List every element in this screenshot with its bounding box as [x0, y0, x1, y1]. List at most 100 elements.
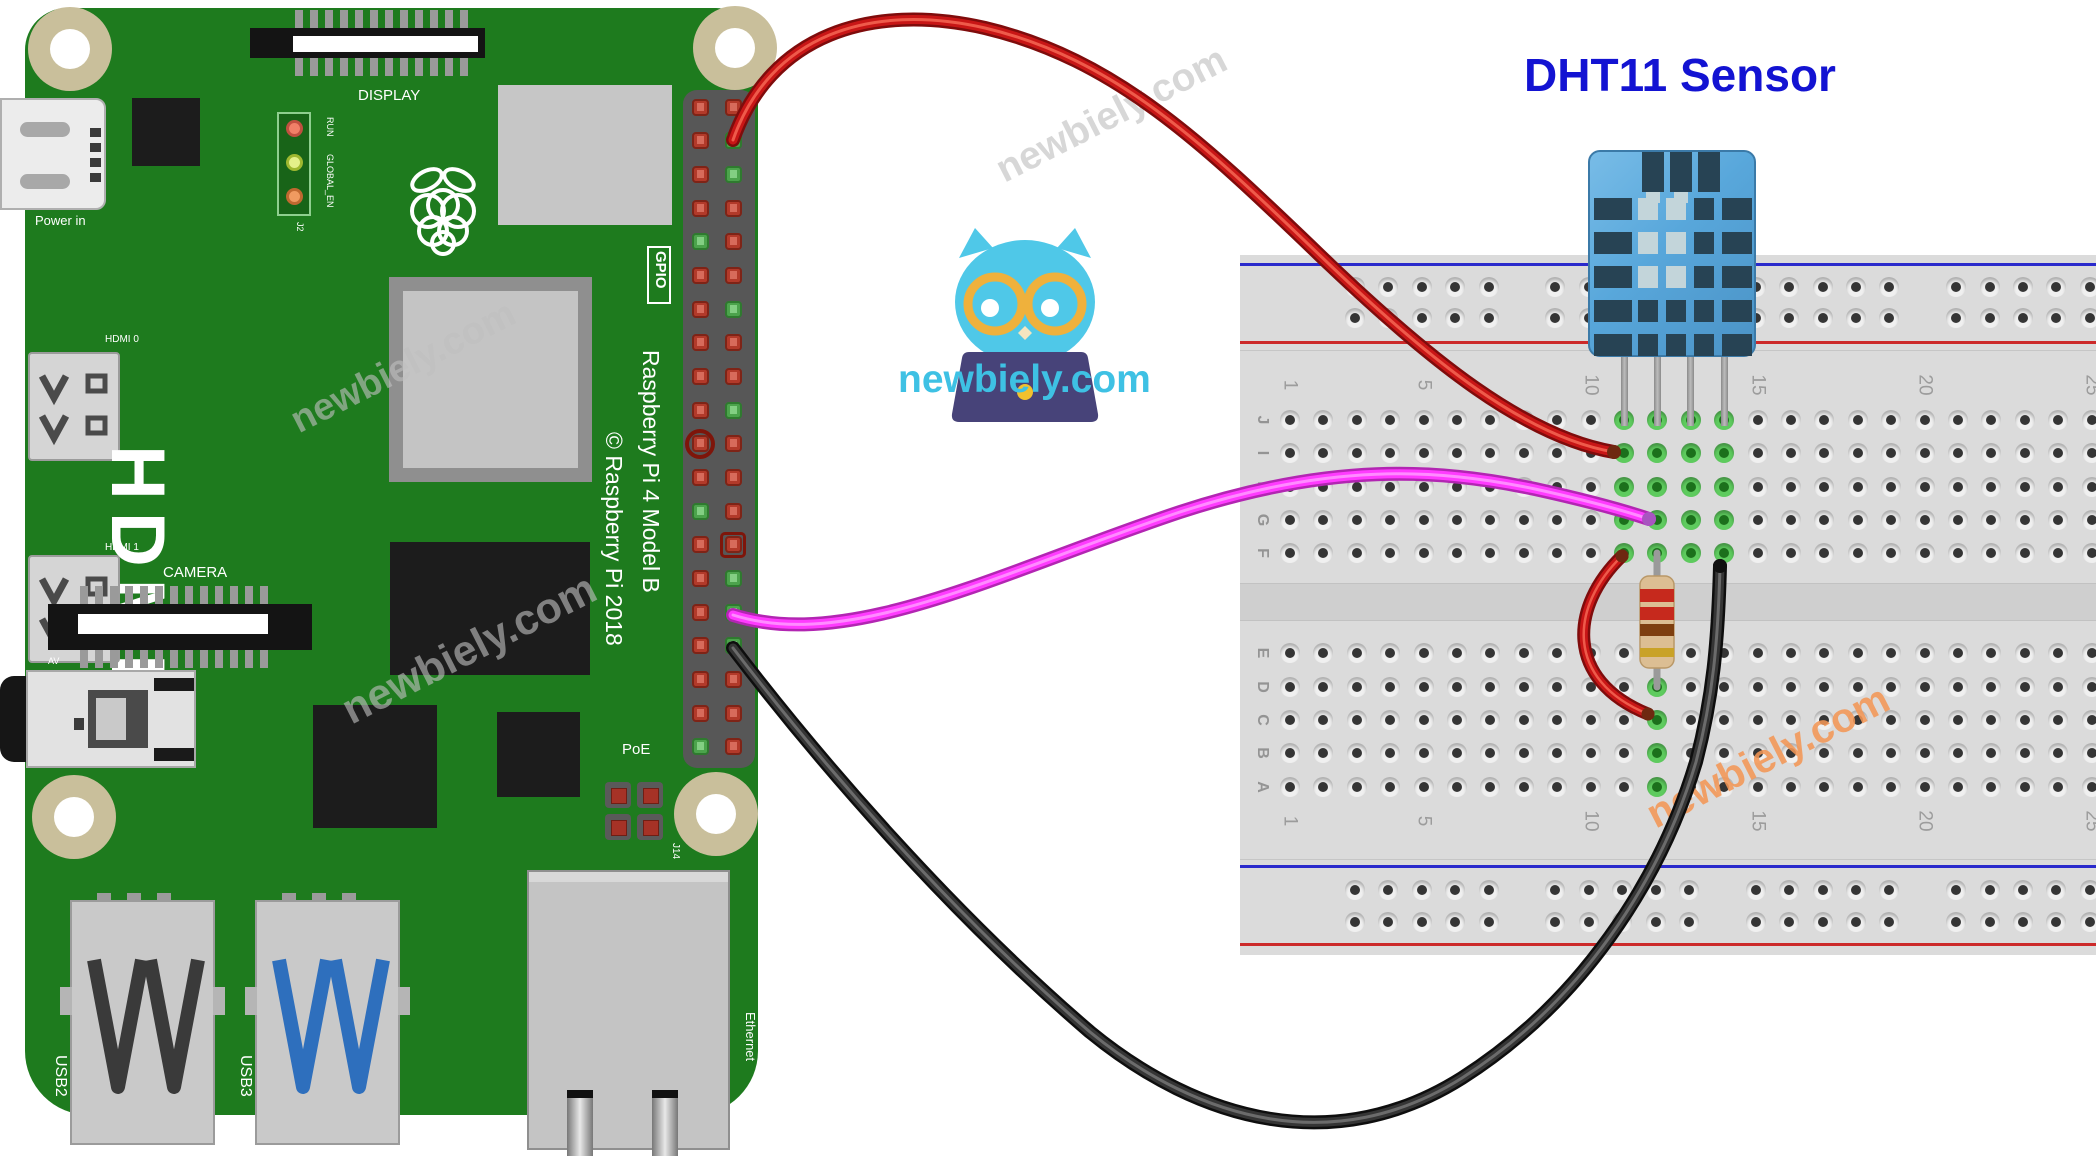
breadboard-hole [1847, 777, 1868, 797]
row-letter: G [1254, 513, 1271, 527]
dht11-slot [1666, 334, 1686, 356]
connector-tooth [430, 58, 438, 76]
connector-tooth [230, 586, 238, 604]
breadboard-hole [1614, 477, 1634, 497]
breadboard-hole [1914, 643, 1935, 663]
breadboard-hole [1881, 443, 1902, 463]
breadboard-hole [1647, 543, 1668, 563]
breadboard-hole [2048, 477, 2069, 497]
breadboard-hole [1881, 677, 1902, 697]
gpio-pin [724, 367, 742, 385]
gpio-label: GPIO [652, 251, 669, 289]
breadboard-hole [1847, 710, 1868, 730]
breadboard-hole [1547, 643, 1568, 663]
breadboard-hole [2046, 912, 2067, 932]
breadboard-hole [1714, 477, 1735, 497]
breadboard-hole [1647, 443, 1668, 463]
breadboard-hole [1313, 677, 1334, 697]
gpio-pin [724, 233, 742, 251]
mounting-hole [674, 772, 758, 856]
row-letter: J [1254, 415, 1271, 425]
dht11-slot [1594, 334, 1632, 356]
gpio-pin [724, 98, 742, 116]
breadboard-hole [1480, 677, 1501, 697]
breadboard-hole [1680, 477, 1701, 497]
breadboard-hole [1781, 643, 1801, 663]
breadboard-hole [1411, 308, 1432, 328]
breadboard-hole [2081, 643, 2096, 663]
breadboard-hole [1914, 510, 1935, 530]
breadboard-hole [2014, 743, 2035, 763]
gpio-pin [724, 401, 742, 419]
dht11-slot [1694, 266, 1714, 288]
breadboard-hole [1814, 477, 1835, 497]
mounting-hole [693, 6, 777, 90]
breadboard-hole [1948, 443, 1968, 463]
breadboard-hole [1847, 543, 1868, 563]
breadboard-hole [1445, 277, 1466, 297]
breadboard-hole [1478, 880, 1499, 900]
connector-tooth [185, 586, 193, 604]
breadboard-hole [1346, 477, 1367, 497]
breadboard-hole [1413, 777, 1434, 797]
breadboard-hole [1745, 880, 1766, 900]
breadboard-hole [1447, 677, 1467, 697]
breadboard-hole [1846, 880, 1866, 900]
breadboard-hole [1545, 277, 1566, 297]
breadboard-hole [1979, 277, 2000, 297]
breadboard-hole [1680, 710, 1701, 730]
breadboard-hole [1480, 477, 1501, 497]
breadboard-hole [2048, 410, 2069, 430]
breadboard-hole [2014, 443, 2035, 463]
dht11-slot [1698, 152, 1720, 192]
breadboard-hole [1578, 912, 1599, 932]
breadboard-hole [1747, 777, 1768, 797]
connector-tooth [125, 650, 133, 668]
breadboard-hole [1547, 443, 1568, 463]
breadboard-hole [1547, 410, 1568, 430]
breadboard-hole [1946, 912, 1967, 932]
breadboard-hole [1380, 443, 1401, 463]
breadboard-hole [1313, 477, 1334, 497]
breadboard-hole [1747, 677, 1768, 697]
raspberry-pi-logo-icon [410, 167, 476, 256]
breadboard-hole [1714, 443, 1735, 463]
breadboard-hole [1847, 677, 1868, 697]
camera-label: CAMERA [163, 564, 228, 581]
breadboard-hole [1914, 410, 1935, 430]
column-number: 20 [1914, 810, 1936, 832]
model-label: Raspberry Pi 4 Model B [638, 350, 664, 593]
breadboard-hole [1480, 710, 1501, 730]
hdmi1-label: HDMI 1 [105, 542, 139, 553]
connector-tooth [445, 58, 453, 76]
breadboard-hole [1580, 477, 1601, 497]
display-connector-stripe [293, 36, 478, 52]
breadboard-hole [2048, 777, 2069, 797]
breadboard-hole [1380, 410, 1401, 430]
breadboard-hole [1879, 880, 1900, 900]
breadboard-hole [1714, 677, 1735, 697]
breadboard-hole [1981, 677, 2002, 697]
gpio-pin [691, 401, 709, 419]
breadboard-hole [1346, 677, 1367, 697]
breadboard-hole [1313, 643, 1334, 663]
connector-tooth [325, 58, 333, 76]
breadboard-hole [1981, 510, 2002, 530]
column-number: 25 [2081, 810, 2096, 832]
breadboard-hole [1881, 410, 1902, 430]
dht11-slot [1666, 232, 1686, 254]
breadboard-hole [1447, 743, 1467, 763]
breadboard-hole [1747, 710, 1768, 730]
breadboard-hole [1914, 777, 1935, 797]
breadboard-hole [1480, 410, 1501, 430]
breadboard-hole [2081, 777, 2096, 797]
breadboard-hole [2046, 277, 2067, 297]
breadboard-hole [1747, 477, 1768, 497]
breadboard-hole [1881, 643, 1902, 663]
breadboard-hole [1981, 410, 2002, 430]
column-number: 10 [1580, 374, 1602, 396]
breadboard-hole [1378, 308, 1399, 328]
chip-metal [498, 85, 672, 225]
breadboard-hole [1313, 443, 1334, 463]
breadboard-hole [1380, 543, 1401, 563]
